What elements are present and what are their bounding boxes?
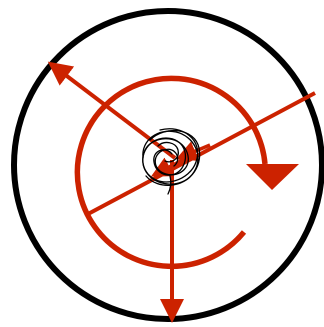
scribble-knot-icon bbox=[143, 129, 200, 194]
rotation-arrowhead-icon bbox=[246, 164, 299, 190]
radial-arrow-lower-left bbox=[88, 93, 315, 214]
